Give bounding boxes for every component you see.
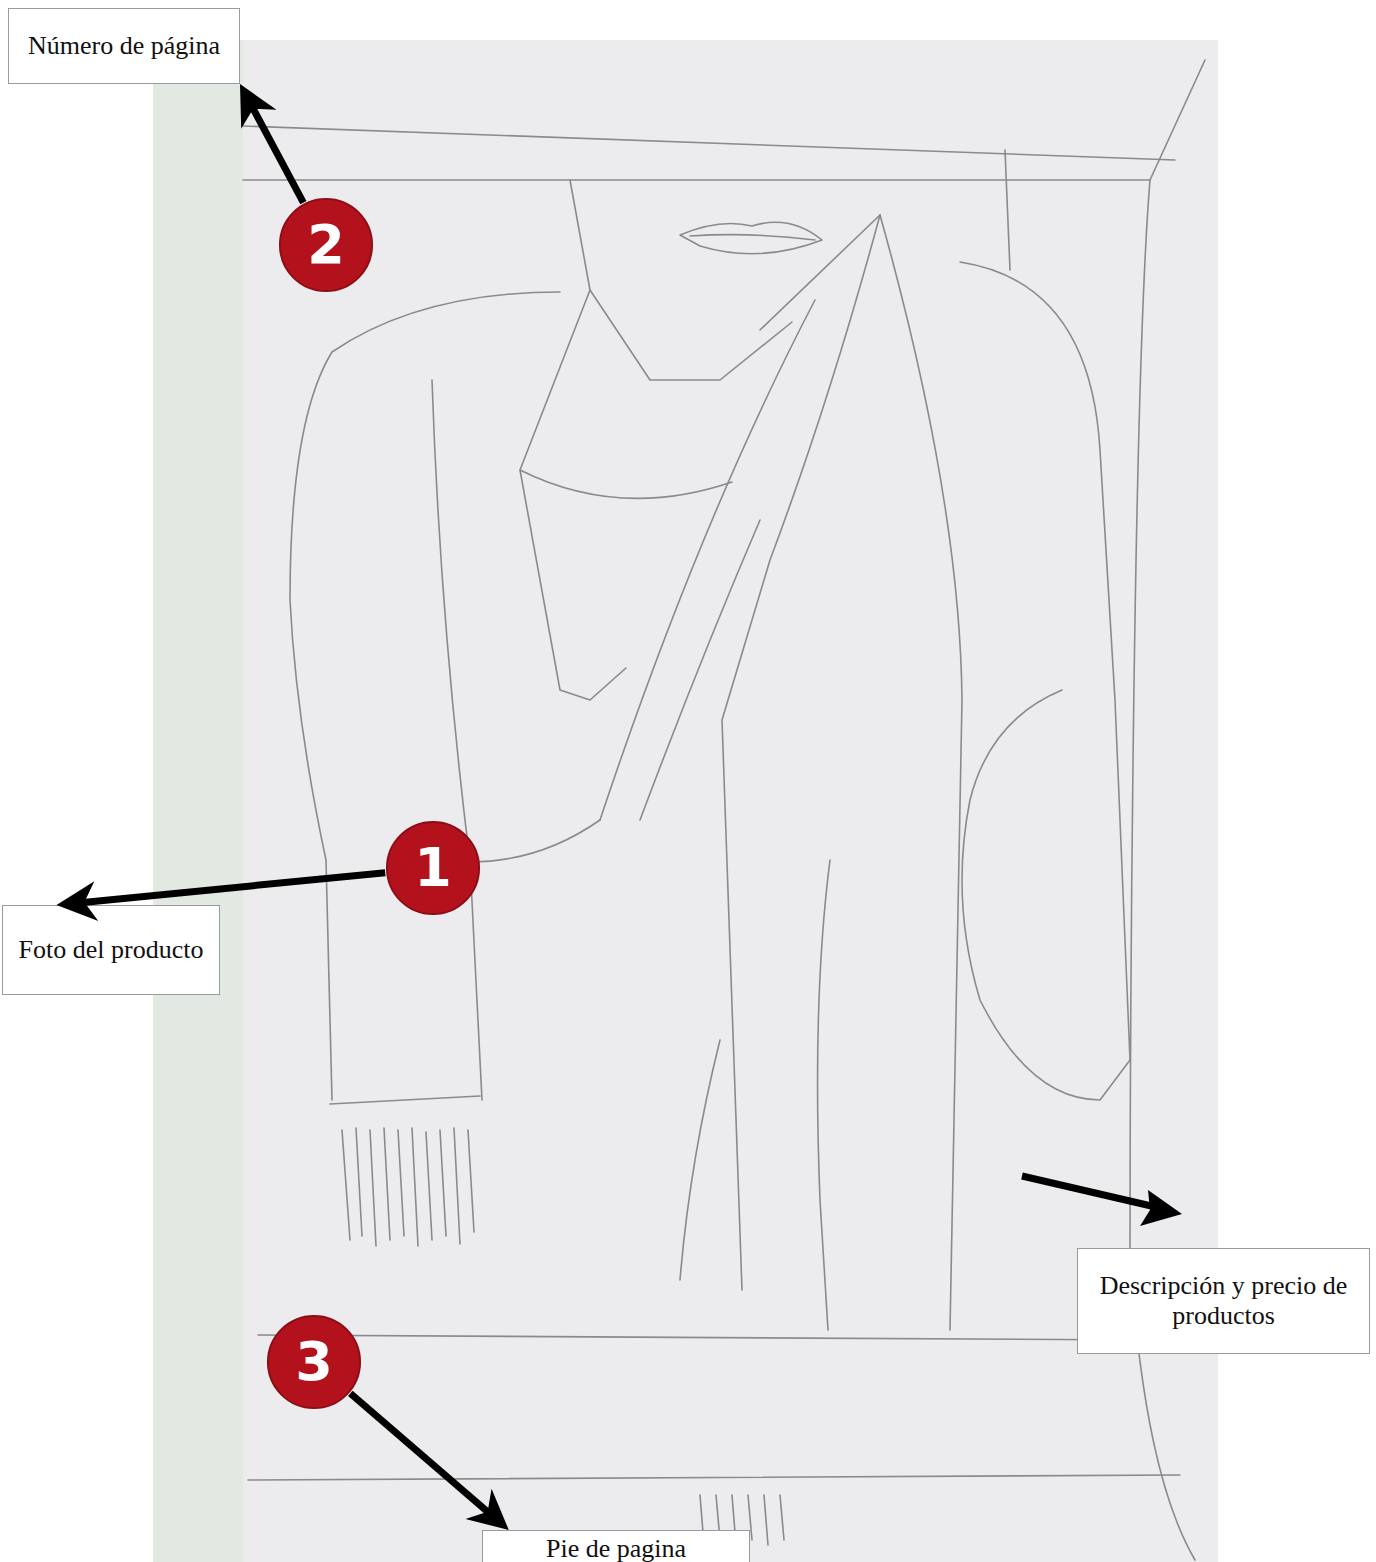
callout-arrow [240, 84, 303, 203]
lips [680, 222, 822, 254]
footer-line [248, 1475, 1180, 1480]
callout-number: 2 [278, 197, 374, 293]
footer-line [258, 1335, 1150, 1340]
elbow-line [470, 820, 600, 862]
arrow-line [251, 105, 303, 202]
callout-number: 1 [385, 820, 481, 916]
left-arm [290, 292, 560, 1100]
neck-line [760, 215, 880, 330]
text-box: Descripción y precio de productos [1077, 1248, 1370, 1354]
scarf-fold [818, 860, 830, 1330]
bag [962, 690, 1130, 1100]
chin-neck [570, 180, 792, 380]
arrow-head [1140, 1190, 1182, 1226]
pointer-line [1022, 1176, 1160, 1208]
paper-sheet [243, 40, 1218, 1562]
arrow-line [80, 873, 385, 903]
box-label: Foto del producto [13, 935, 210, 965]
torso-v [520, 290, 626, 700]
callout-circle [280, 199, 372, 291]
callout-circle [387, 822, 479, 914]
scarf-fold [640, 520, 760, 820]
callout-circle [268, 1316, 360, 1408]
corner-line [1150, 60, 1205, 180]
callout-number: 3 [266, 1314, 362, 1410]
pointer-arrow [1022, 1176, 1182, 1226]
callout-arrow [57, 873, 386, 921]
scarf-edge [880, 215, 962, 1330]
arrow-head [240, 84, 276, 129]
box-label: Número de página [22, 31, 226, 61]
neckline [520, 470, 732, 498]
text-box: Foto del producto [2, 905, 220, 995]
cuff [330, 1096, 480, 1104]
pencil-lines [243, 60, 1205, 1560]
scarf-fold [680, 1040, 720, 1280]
paper-edge [153, 40, 243, 1562]
fringe [342, 1128, 474, 1246]
box-label: Descripción y precio de productos [1078, 1271, 1369, 1331]
left-arm-inner [432, 380, 482, 1100]
text-box: Número de página [8, 8, 240, 84]
sketch-stroke [1005, 150, 1010, 270]
header-line [243, 126, 1175, 160]
arrow-head [57, 881, 99, 921]
arrow-line [350, 1393, 490, 1514]
arrow-head [465, 1489, 508, 1530]
callout-label: 1 [414, 838, 452, 898]
box-label: Pie de pagina [540, 1534, 692, 1562]
header-line [243, 179, 1150, 181]
callout-label: 2 [307, 215, 345, 275]
scarf-fold [600, 300, 815, 820]
right-side [960, 262, 1130, 1060]
callout-arrow [350, 1393, 508, 1530]
scarf-edge [722, 215, 880, 1290]
text-box: Pie de pagina [482, 1530, 750, 1562]
callout-label: 3 [295, 1332, 333, 1392]
